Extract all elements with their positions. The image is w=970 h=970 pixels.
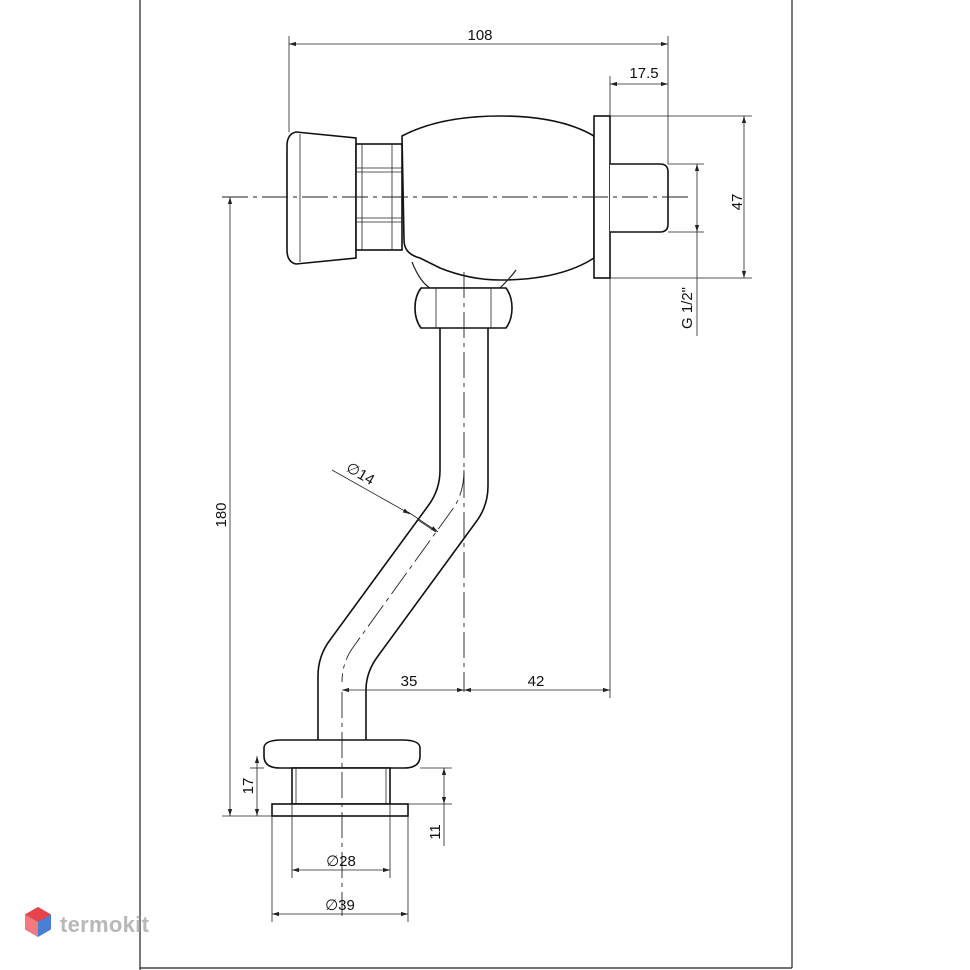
- dim-pipe-diameter-label: ∅14: [343, 459, 377, 489]
- dim-outer-diameter-label: ∅39: [325, 897, 355, 914]
- dim-overall-width-label: 108: [467, 27, 492, 44]
- hex-nut: [414, 287, 513, 329]
- dim-base-ring: 11: [408, 767, 452, 846]
- valve-body: [401, 115, 595, 289]
- brand-name: termokit: [60, 911, 150, 937]
- hexagon-cube-logo-icon: [24, 906, 52, 943]
- inlet-thread: [610, 163, 669, 233]
- push-button-cap: [286, 131, 357, 265]
- dim-offsets: 35 42: [342, 278, 611, 698]
- dim-inner-diameter-label: ∅28: [326, 853, 356, 870]
- dim-base-height: 17: [240, 756, 264, 816]
- dim-thread-label: G 1/2": [679, 287, 696, 329]
- dim-total-height-label: 180: [213, 502, 230, 527]
- offset-pipe: [317, 328, 489, 740]
- dim-offset-left-label: 35: [401, 673, 418, 690]
- drawing-frame: [139, 0, 793, 970]
- base-sleeve: [291, 767, 391, 805]
- dim-pipe-diameter: ∅14: [331, 459, 439, 533]
- dim-inlet-length: 17.5: [609, 65, 668, 116]
- dim-flange-height-label: 47: [729, 194, 746, 211]
- dim-thread: G 1/2": [668, 163, 704, 336]
- dim-outer-diameter: ∅39: [271, 816, 409, 922]
- dim-inlet-length-label: 17.5: [629, 65, 658, 82]
- dim-total-height: 180: [213, 197, 272, 817]
- dim-base-ring-label: 11: [427, 824, 444, 840]
- centerlines: [222, 196, 692, 916]
- dim-overall-width: 108: [288, 27, 669, 164]
- dim-flange-height: 47: [610, 115, 752, 279]
- dim-base-height-label: 17: [240, 778, 257, 795]
- base-ring: [271, 803, 409, 817]
- dim-inner-diameter: ∅28: [291, 804, 391, 878]
- dim-offset-right-label: 42: [528, 673, 545, 690]
- brand-logo: termokit: [24, 906, 149, 943]
